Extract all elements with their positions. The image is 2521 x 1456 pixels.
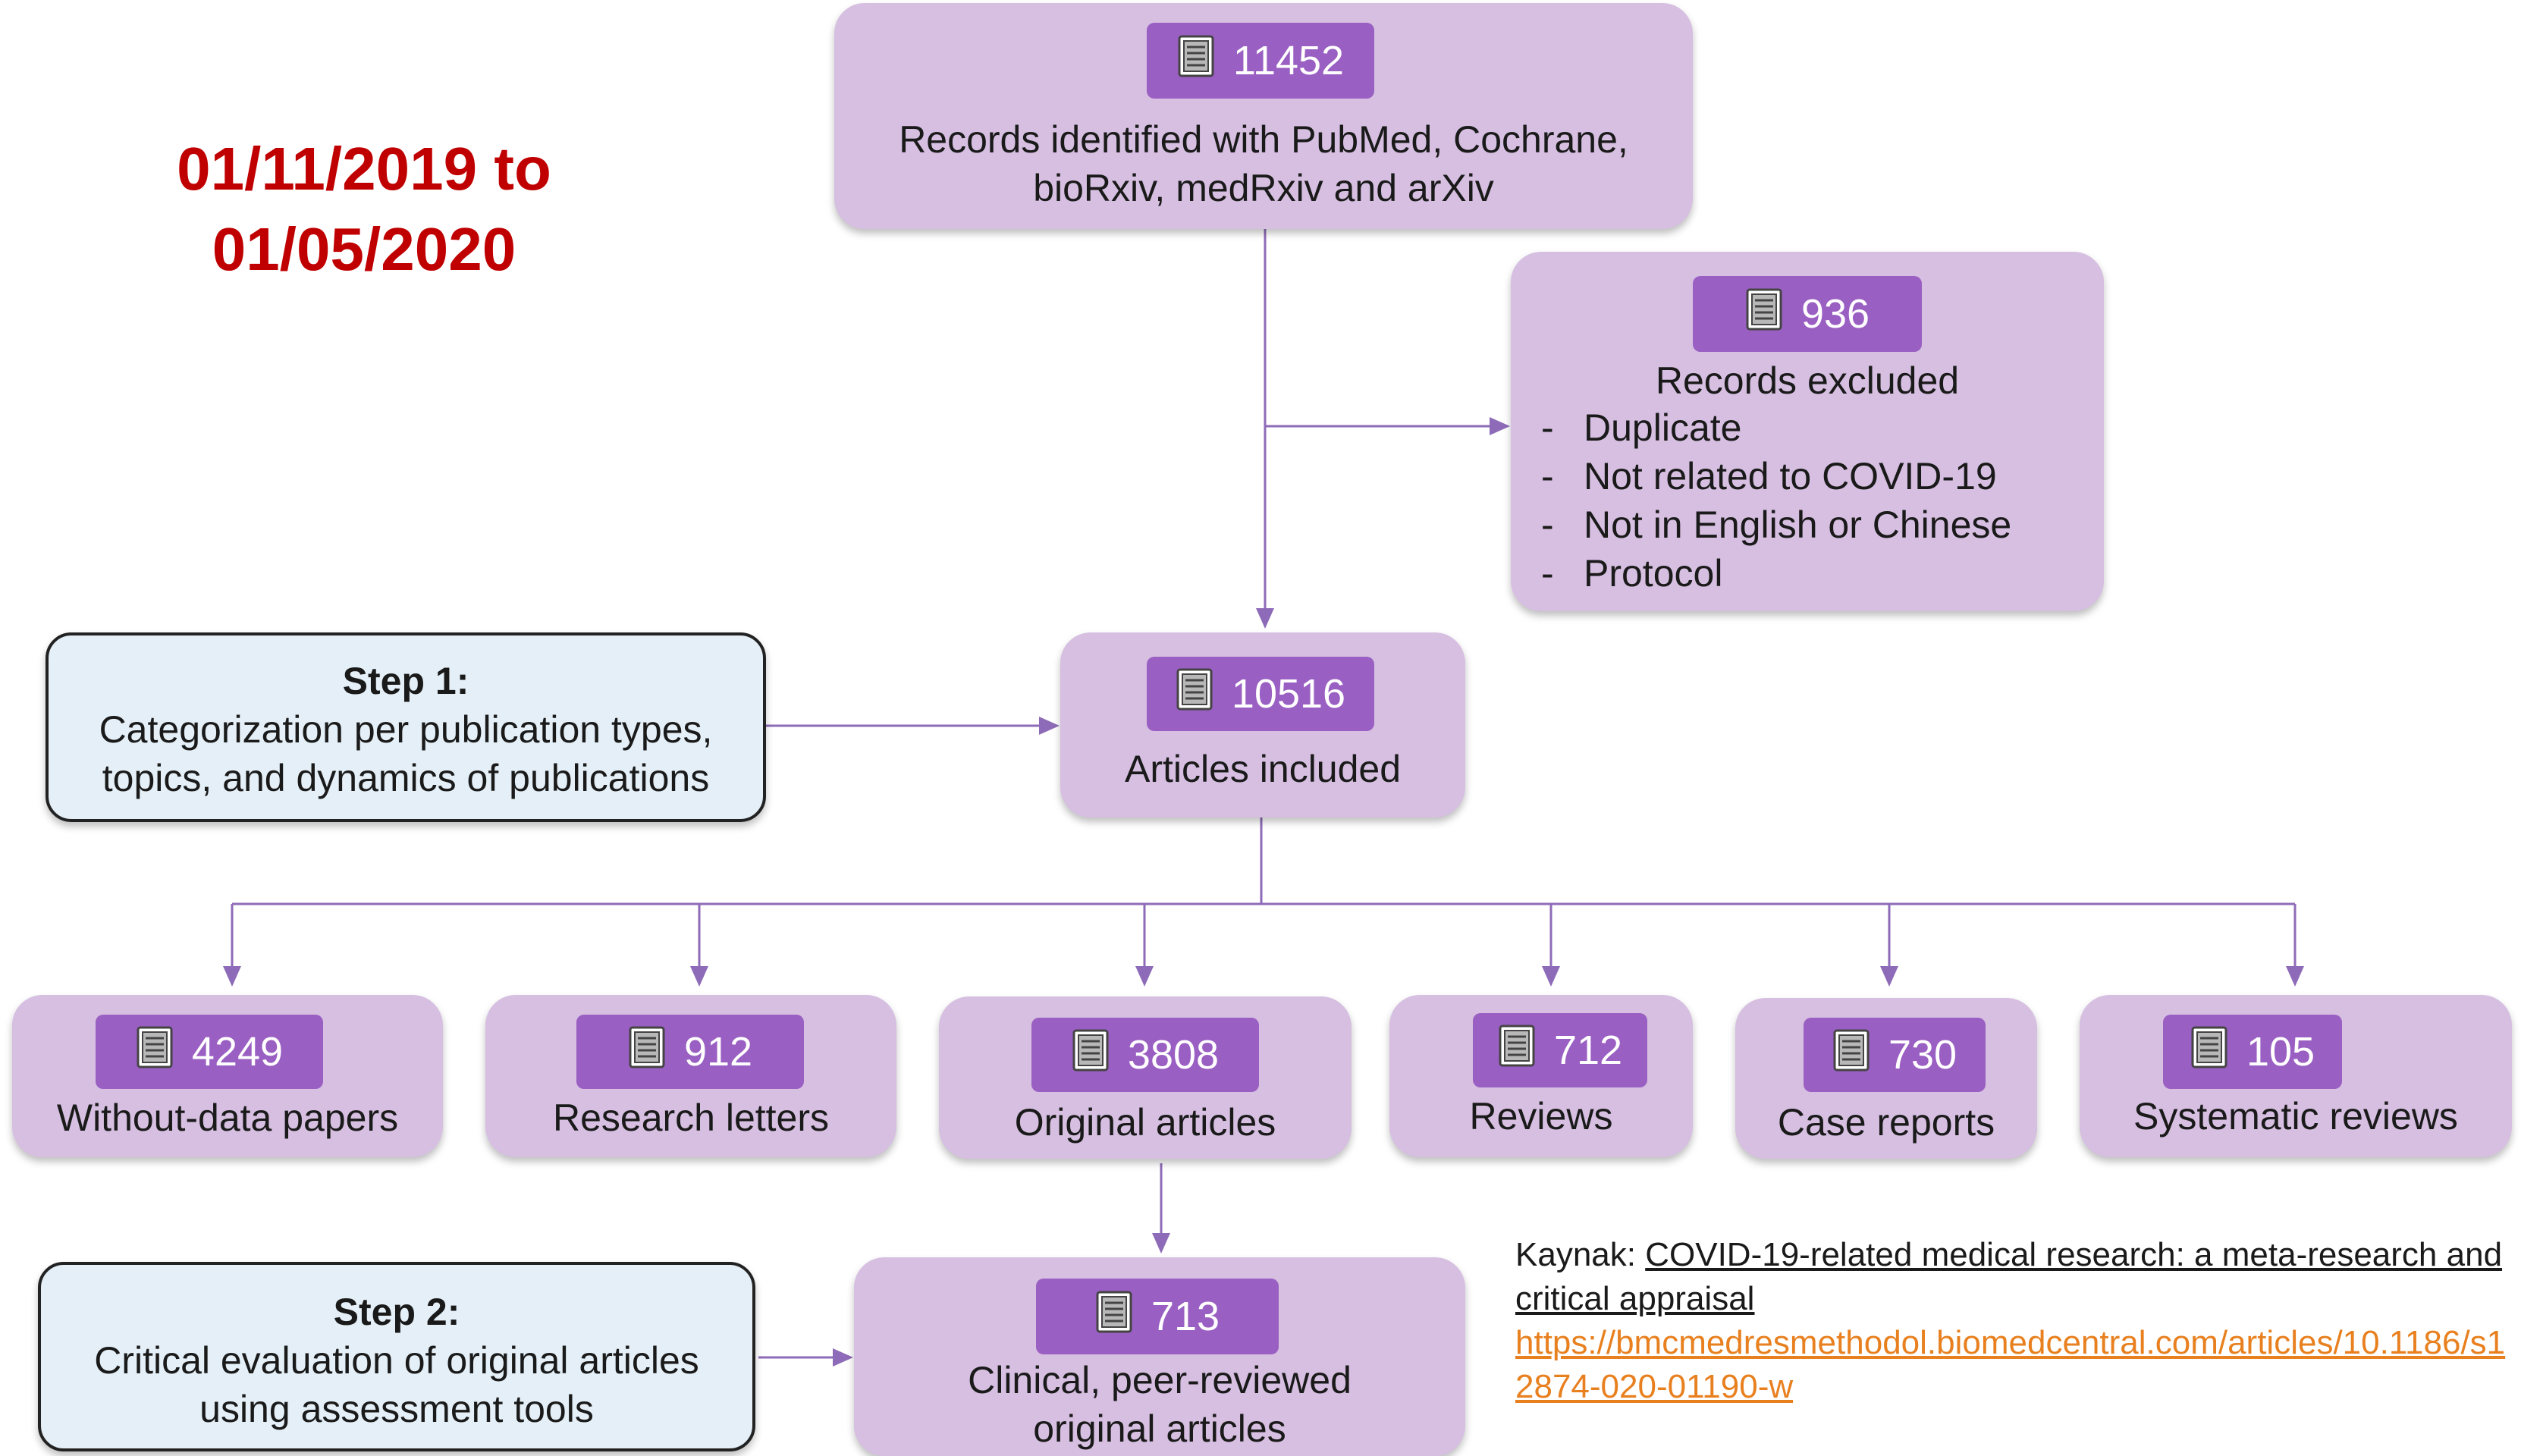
identified-badge: 11452	[1147, 23, 1374, 99]
clinical-text-line-2: original articles	[1033, 1407, 1286, 1450]
category-badge: 3808	[1031, 1018, 1259, 1092]
clinical-text: Clinical, peer-reviewed original article…	[854, 1356, 1465, 1453]
included-count: 10516	[1231, 671, 1346, 717]
category-label: Research letters	[552, 1097, 830, 1139]
date-range-line-1: 01/11/2019 to	[177, 135, 551, 202]
document-icon	[1072, 1028, 1110, 1082]
exclusion-reason: Duplicate	[1541, 403, 2011, 452]
clinical-text-line-1: Clinical, peer-reviewed	[968, 1359, 1352, 1401]
step1-box: Step 1: Categorization per publication t…	[46, 632, 766, 822]
step1-heading: Step 1:	[342, 660, 469, 702]
category-count: 105	[2246, 1029, 2315, 1075]
identified-text-line-1: Records identified with PubMed, Cochrane…	[899, 118, 1628, 161]
category-box-without-data: 4249 Without-data papers	[12, 995, 443, 1157]
document-icon	[1176, 667, 1213, 721]
category-label: Original articles	[1014, 1101, 1276, 1144]
category-box-research-letters: 912 Research letters	[485, 995, 896, 1157]
reference: Kaynak: COVID-19-related medical researc…	[1515, 1233, 2516, 1409]
category-badge: 105	[2163, 1015, 2342, 1089]
exclusion-reasons: Duplicate Not related to COVID-19 Not in…	[1541, 403, 2011, 598]
identified-count: 11452	[1232, 38, 1345, 83]
exclusion-reason: Protocol	[1541, 549, 2011, 598]
included-badge: 10516	[1147, 657, 1374, 731]
identified-text: Records identified with PubMed, Cochrane…	[834, 115, 1693, 212]
document-icon	[1498, 1024, 1536, 1078]
reference-author: Kaynak:	[1515, 1236, 1636, 1273]
clinical-count: 713	[1151, 1294, 1220, 1339]
category-count: 712	[1553, 1028, 1623, 1073]
step2-text-line-1: Critical evaluation of original articles	[94, 1339, 699, 1382]
excluded-title: Records excluded	[1655, 359, 1960, 402]
category-count: 730	[1888, 1032, 1957, 1078]
document-icon	[136, 1025, 174, 1079]
included-label: Articles included	[1124, 748, 1402, 790]
document-icon	[2190, 1025, 2228, 1079]
clinical-box: 713 Clinical, peer-reviewed original art…	[854, 1257, 1465, 1456]
category-count: 4249	[191, 1029, 284, 1075]
excluded-badge: 936	[1693, 276, 1922, 352]
category-box-case-reports: 730 Case reports	[1735, 998, 2037, 1159]
category-count: 3808	[1127, 1032, 1220, 1078]
step1-text-line-2: topics, and dynamics of publications	[102, 757, 710, 799]
category-badge: 712	[1473, 1013, 1647, 1087]
reference-url-link[interactable]: https://bmcmedresmethodol.biomedcentral.…	[1515, 1324, 2506, 1405]
reference-title-link[interactable]: COVID-19-related medical research: a met…	[1515, 1236, 2503, 1317]
category-box-systematic-reviews: 105 Systematic reviews	[2080, 995, 2512, 1157]
identified-text-line-2: bioRxiv, medRxiv and arXiv	[1033, 167, 1494, 209]
category-badge: 730	[1804, 1018, 1986, 1092]
included-box: 10516 Articles included	[1060, 632, 1465, 817]
step2-text-line-2: using assessment tools	[199, 1388, 594, 1430]
document-icon	[1832, 1028, 1870, 1082]
category-badge: 912	[576, 1015, 804, 1089]
category-label: Reviews	[1469, 1095, 1613, 1138]
identified-box: 11452 Records identified with PubMed, Co…	[834, 3, 1693, 229]
document-icon	[1177, 34, 1215, 88]
document-icon	[1745, 287, 1783, 341]
category-label: Systematic reviews	[2133, 1095, 2458, 1138]
excluded-count: 936	[1800, 291, 1870, 337]
category-badge: 4249	[96, 1015, 323, 1089]
exclusion-reason: Not related to COVID-19	[1541, 452, 2011, 500]
category-count: 912	[683, 1029, 753, 1075]
step2-heading: Step 2:	[333, 1291, 460, 1333]
step1-text-line-1: Categorization per publication types,	[99, 708, 713, 751]
excluded-box: 936 Records excluded Duplicate Not relat…	[1511, 252, 2104, 611]
date-range-line-2: 01/05/2020	[212, 215, 516, 283]
exclusion-reason: Not in English or Chinese	[1541, 500, 2011, 549]
category-box-reviews: 712 Reviews	[1389, 995, 1693, 1157]
clinical-badge: 713	[1036, 1279, 1279, 1354]
document-icon	[1095, 1290, 1133, 1344]
step2-box: Step 2: Critical evaluation of original …	[38, 1262, 755, 1451]
category-label: Case reports	[1777, 1101, 1995, 1144]
document-icon	[628, 1025, 666, 1079]
date-range: 01/11/2019 to 01/05/2020	[114, 129, 614, 290]
category-label: Without-data papers	[56, 1097, 399, 1139]
category-box-original-articles: 3808 Original articles	[939, 996, 1352, 1159]
